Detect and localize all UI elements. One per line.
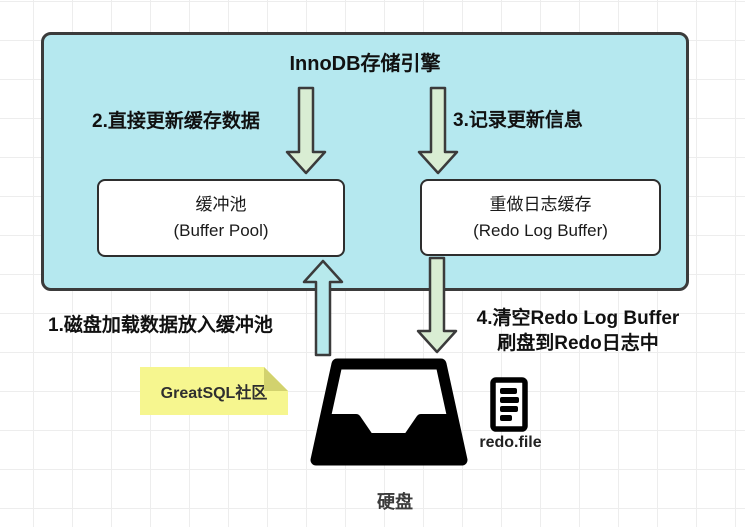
label-step4-line1: 4.清空Redo Log Buffer	[476, 308, 680, 329]
label-step4-line2: 刷盘到Redo日志中	[497, 333, 659, 354]
down-arrow-icon	[417, 86, 459, 175]
label-step1-load-from-disk: 1.磁盘加载数据放入缓冲池	[48, 315, 273, 336]
up-arrow-icon	[302, 259, 344, 357]
down-arrow-icon	[285, 86, 327, 175]
hard-disk-caption: 硬盘	[377, 492, 413, 512]
sticky-note-text: GreatSQL社区	[160, 385, 268, 402]
buffer-pool-box: 缓冲池 (Buffer Pool)	[97, 179, 345, 257]
label-step3-record-update: 3.记录更新信息	[453, 110, 583, 131]
buffer-pool-name-en: (Buffer Pool)	[173, 221, 269, 240]
engine-title: InnoDB存储引擎	[289, 53, 441, 75]
sticky-note: GreatSQL社区	[140, 367, 288, 415]
hard-disk-icon	[310, 358, 468, 466]
down-arrow-icon	[416, 256, 458, 354]
redo-log-buffer-box: 重做日志缓存 (Redo Log Buffer)	[420, 179, 661, 256]
redo-log-buffer-name-en: (Redo Log Buffer)	[473, 220, 608, 240]
redo-file-icon	[490, 377, 528, 432]
buffer-pool-name-cn: 缓冲池	[195, 195, 247, 214]
redo-file-caption: redo.file	[479, 434, 542, 451]
label-step2-update-cache: 2.直接更新缓存数据	[92, 111, 260, 132]
redo-log-buffer-name-cn: 重做日志缓存	[489, 194, 592, 214]
label-step4-flush-redo: 4.清空Redo Log Buffer 刷盘到Redo日志中	[458, 306, 698, 356]
